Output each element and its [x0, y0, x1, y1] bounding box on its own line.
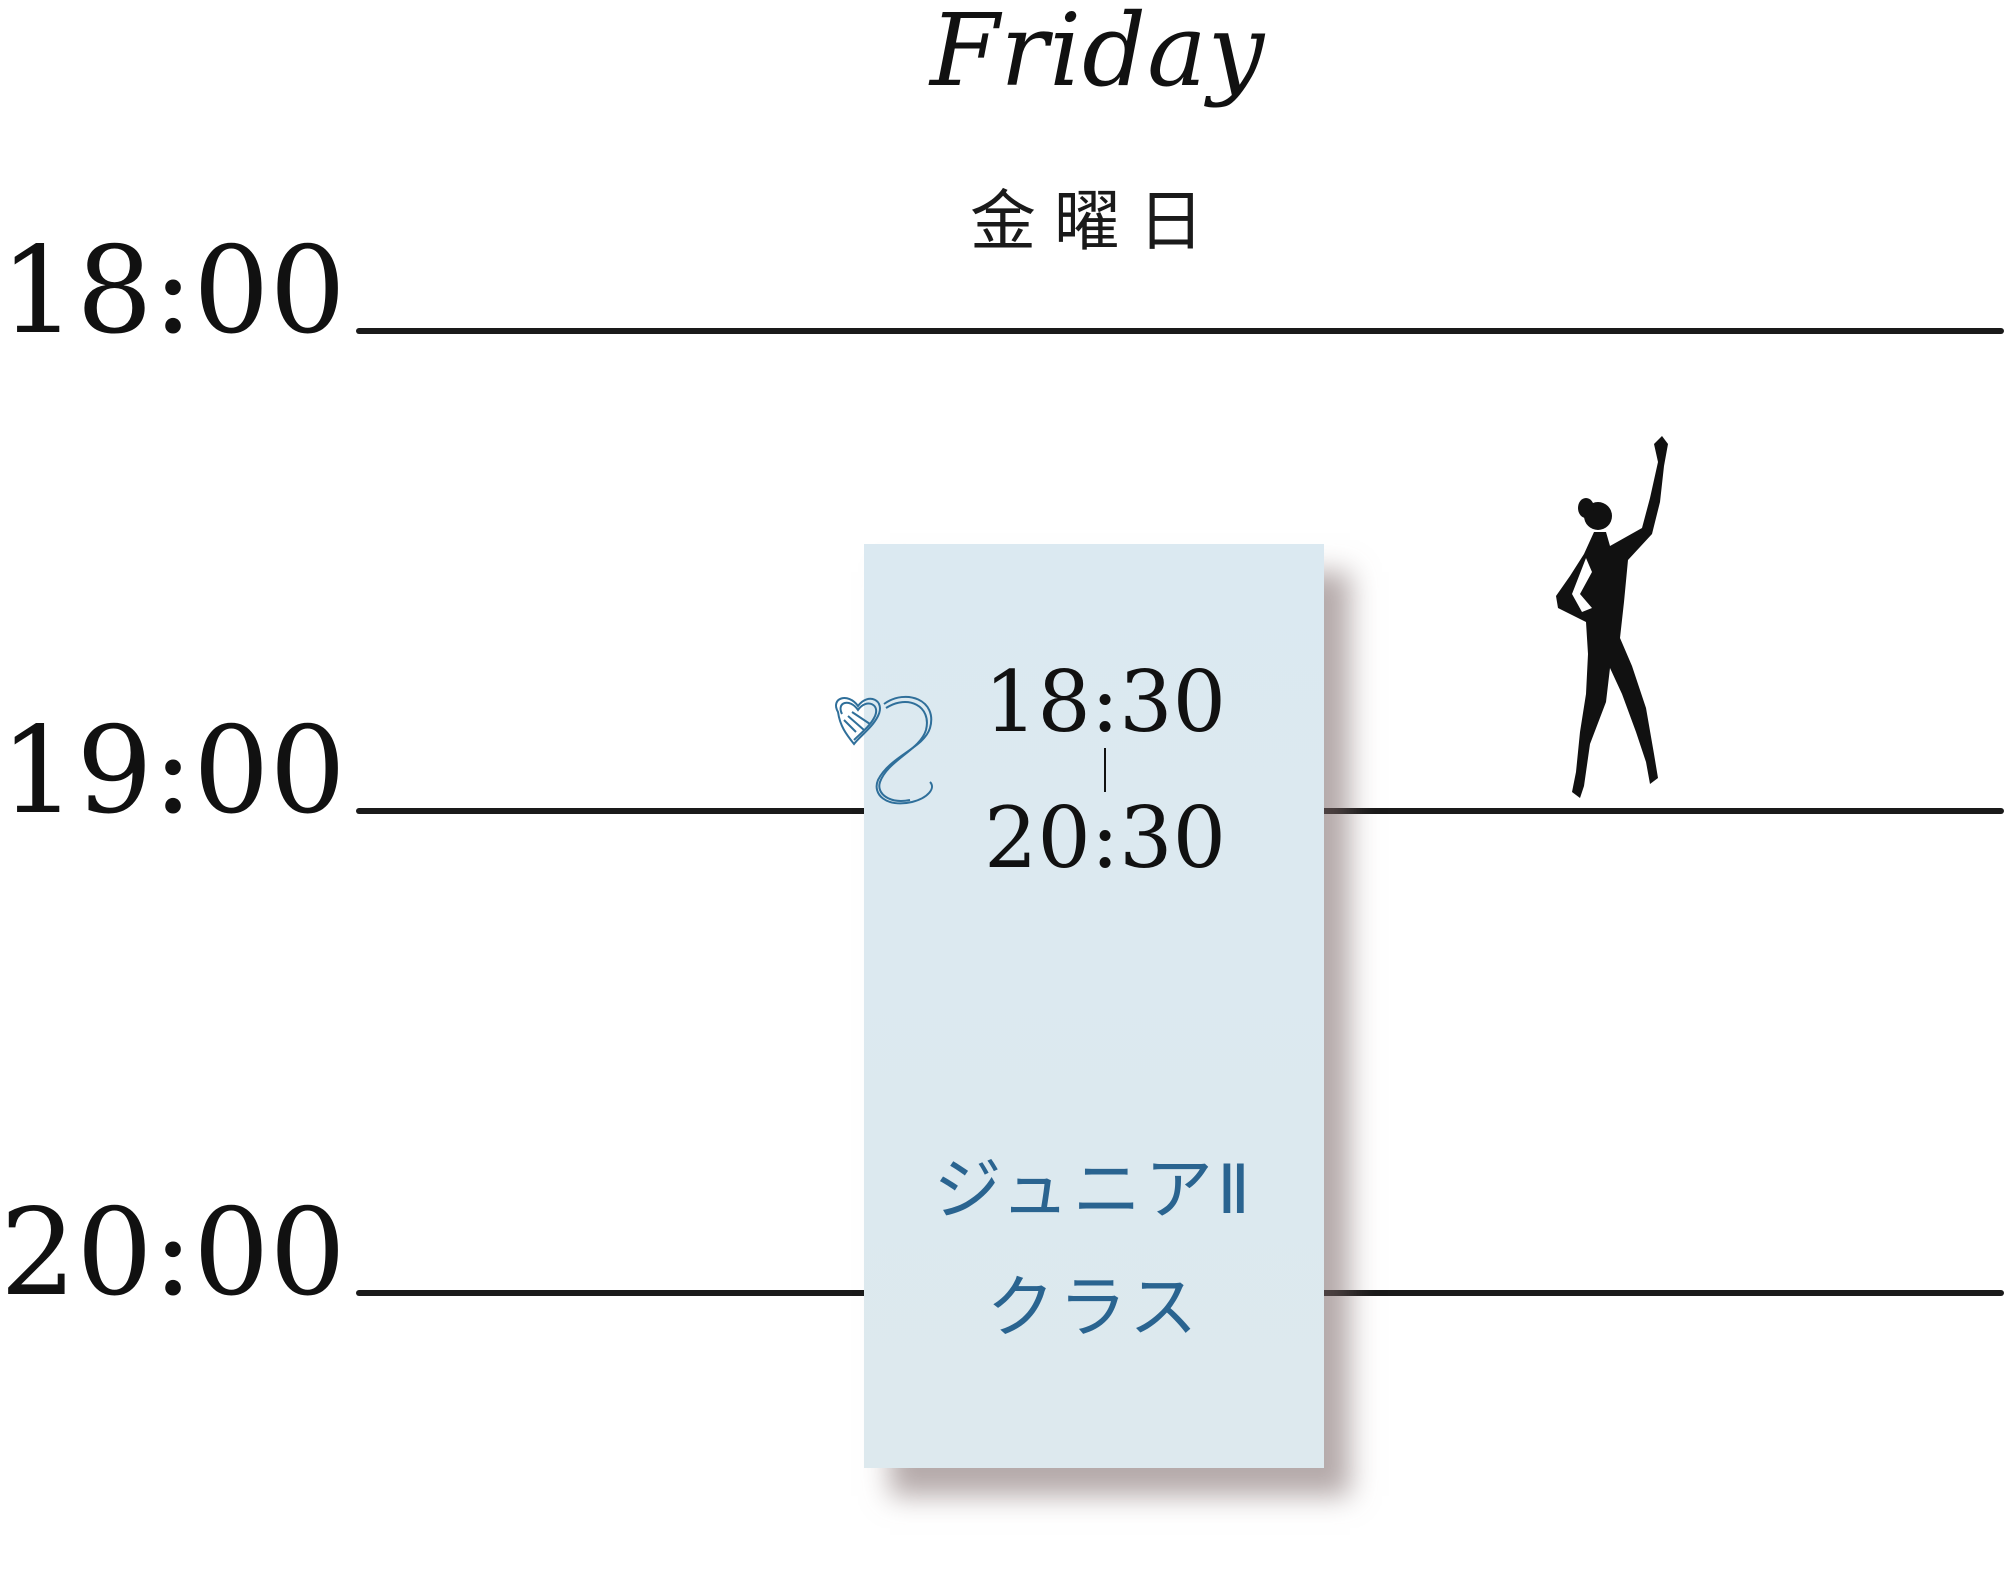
class-time-range: 18:30 20:30: [980, 660, 1230, 880]
time-label-1900: 19:00: [0, 702, 346, 841]
scribbled-heart-icon: [835, 695, 933, 805]
day-title-jp: 金曜日: [970, 183, 1222, 260]
ballet-dancer-silhouette-icon: [1556, 436, 1668, 798]
class-name-line1: ジュニアⅡ: [933, 1151, 1255, 1230]
class-end-time: 20:30: [983, 789, 1227, 887]
time-label-2000: 20:00: [0, 1184, 346, 1323]
class-name: ジュニアⅡ クラス: [864, 1132, 1324, 1368]
time-separator: [1104, 748, 1106, 792]
class-card[interactable]: [864, 544, 1324, 1468]
hour-line-1800: [356, 328, 2004, 334]
day-title-en: Friday: [930, 0, 1266, 109]
time-label-1800: 18:00: [0, 222, 346, 361]
class-start-time: 18:30: [983, 653, 1227, 751]
class-name-line2: クラス: [986, 1269, 1202, 1348]
